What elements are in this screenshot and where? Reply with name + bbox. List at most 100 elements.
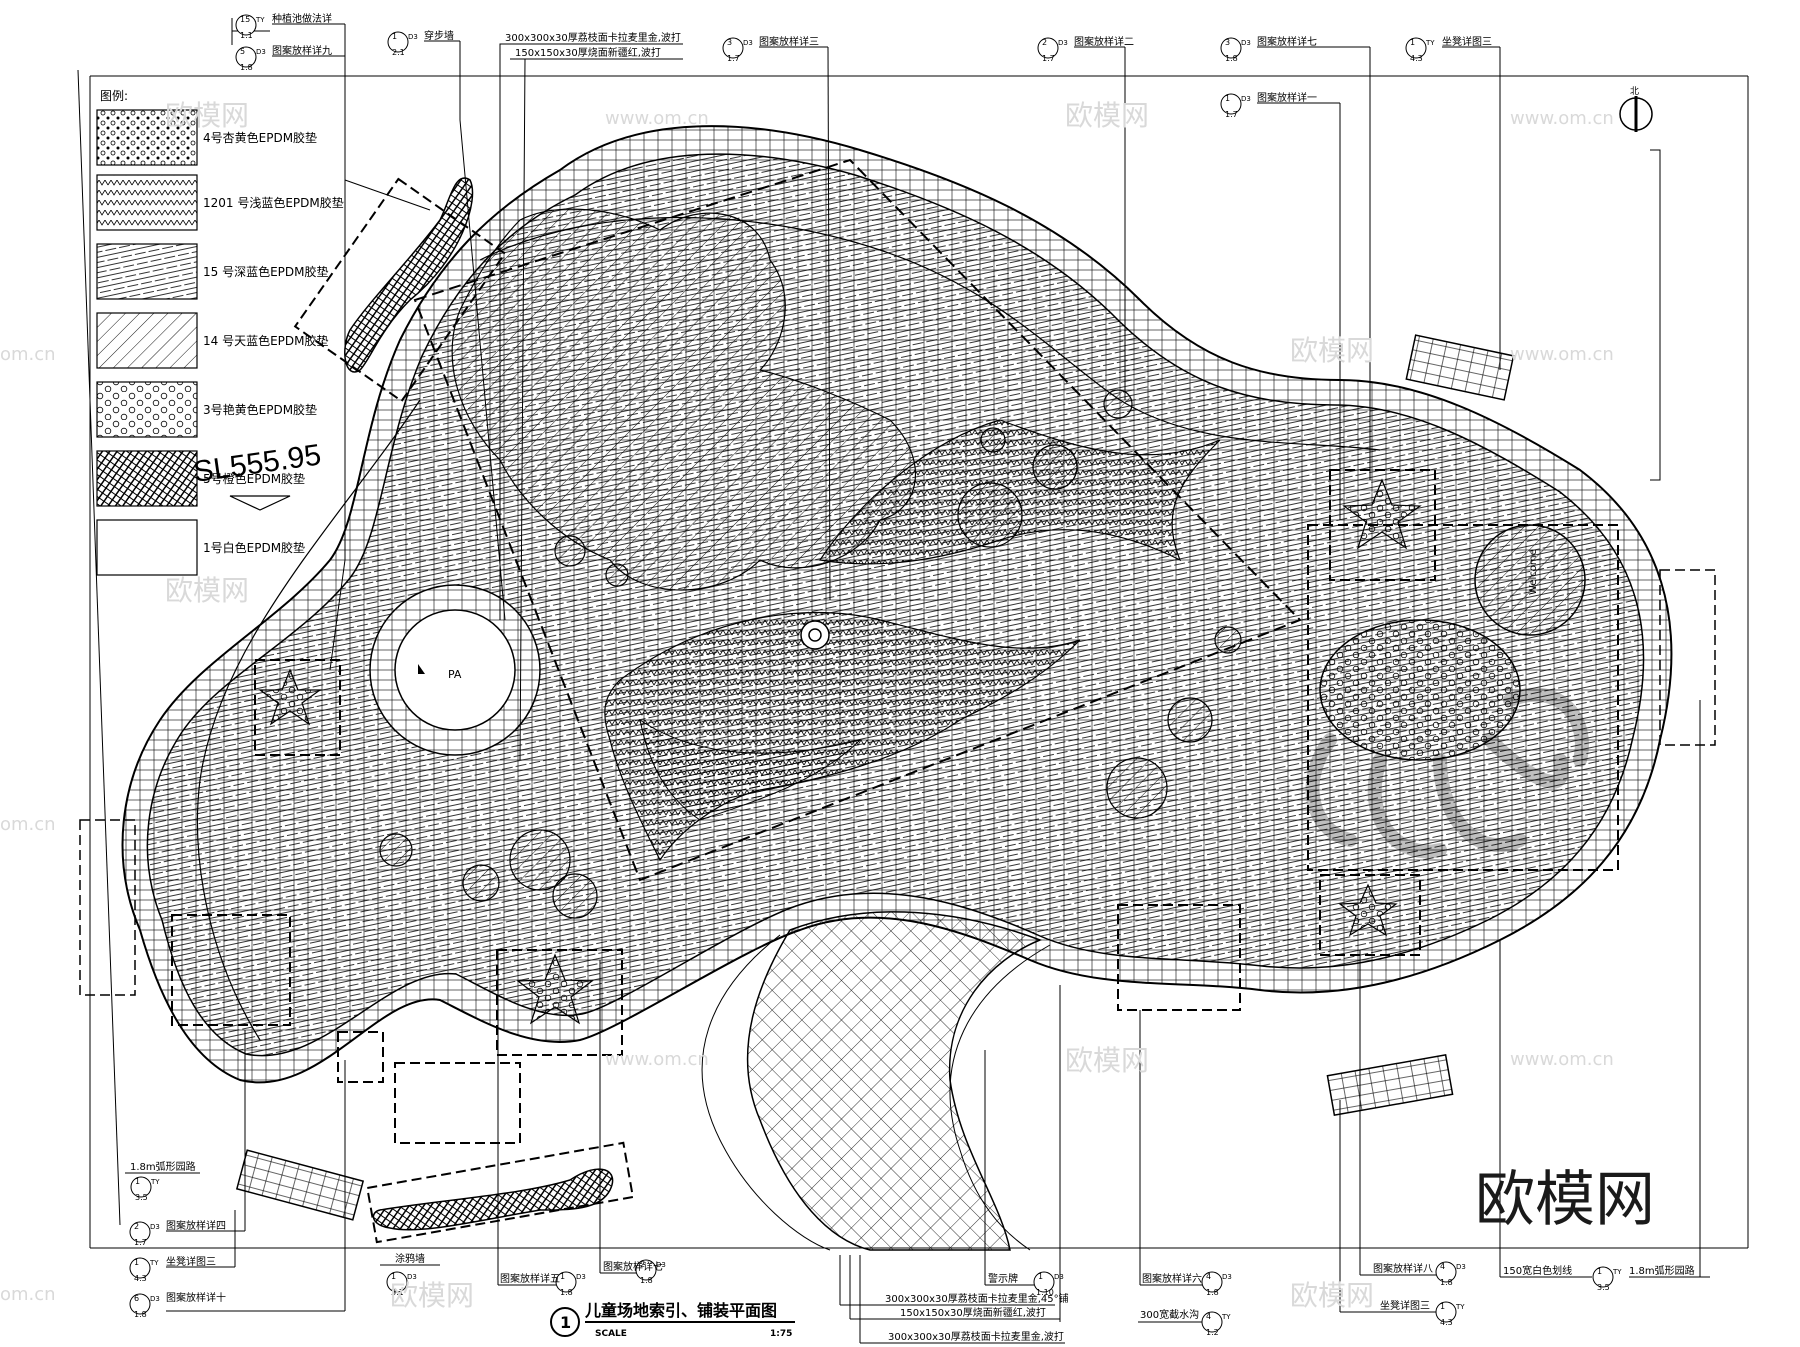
starfish-zone [394, 1062, 521, 1144]
legend-item-label: 1号白色EPDM胶垫 [203, 540, 305, 555]
callout-label: 涂鸦墙 [395, 1252, 425, 1265]
legend-swatch [96, 174, 198, 231]
callout: 4 1.2 TY 300宽截水沟 [1059, 985, 1231, 1337]
octopus-zone: Welcome [1305, 524, 1589, 859]
watermark-url: www.om.cn [1510, 108, 1614, 129]
drawing-title: 儿童场地索引、铺装平面图 [584, 1301, 777, 1320]
curved-band-left [196, 399, 421, 1041]
watermark-text: 欧模网 [1290, 1279, 1374, 1312]
callout-label: 150宽白色划线 [1503, 1264, 1572, 1277]
callout-label: 1 [1410, 38, 1415, 47]
legend-item-label: 14 号天蓝色EPDM胶垫 [203, 333, 329, 348]
octopus-tentacles [1305, 687, 1589, 859]
callout-label: 坐凳详图三 [166, 1255, 216, 1268]
legend-swatch [96, 109, 198, 166]
bubble [1103, 389, 1133, 419]
legend-swatch [96, 450, 198, 507]
bench-pad [79, 819, 136, 996]
callout-label: 警示牌 [988, 1272, 1018, 1285]
callout-label: 1.8m弧形园路 [130, 1160, 196, 1173]
callout-label: D3 [1054, 1273, 1064, 1281]
paddle-zone-top [293, 177, 507, 403]
starfish-zone [496, 949, 623, 1056]
callout-label: 图案放样详五 [500, 1272, 560, 1285]
callout-label: 4 [1440, 1262, 1445, 1271]
callout-label: 1 [1597, 1267, 1602, 1276]
callout-label: D3 [256, 48, 266, 56]
starfish-icon [258, 668, 322, 726]
paddle-shape-bottom [372, 1168, 614, 1231]
bubble [1167, 697, 1213, 743]
legend-swatch [96, 519, 198, 576]
callout: 1 3.5 TY 1.8m弧形园路 [125, 1160, 200, 1202]
callout-label: D3 [743, 39, 753, 47]
callout-label: TY [255, 16, 265, 24]
callout-label: 2 [134, 1222, 139, 1231]
starfish-zone [1117, 904, 1241, 1011]
watermark-url: www.om.cn [605, 108, 709, 129]
bubble [554, 535, 586, 567]
callout-label: 4 [1206, 1312, 1211, 1321]
callout-label: 1.7 [727, 54, 740, 63]
watermark-url: www.om.cn [1510, 1049, 1614, 1070]
callout-label: 3.5 [1597, 1283, 1610, 1292]
callout-label: 图案放样详八 [1373, 1262, 1433, 1275]
callout-label: 1 [560, 1272, 565, 1281]
callout-label: 1.8 [640, 1276, 653, 1285]
watermarks: 欧模网 欧模网 欧模网 欧模网 欧模网 欧模网 欧模网 www.om.cn ww… [0, 99, 1655, 1312]
callouts-bottom: 2 1.7 D3 图案放样详四 1 4.3 TY 坐凳详图三 6 1.8 D3 … [125, 700, 1710, 1344]
callout-label: D3 [150, 1295, 160, 1303]
callout-label: 300宽截水沟 [1140, 1308, 1199, 1321]
callout-label: 15 [240, 15, 250, 24]
callout-label: 1 [1440, 1302, 1445, 1311]
watermark-text: 欧模网 [390, 1279, 474, 1312]
callout-label: 1.2 [1206, 1328, 1219, 1337]
callout-label: 图案放样详三 [759, 35, 819, 48]
callout-label: 2 [1042, 38, 1047, 47]
callout-label: D3 [656, 1261, 666, 1269]
callout: 2 1.7 D3 图案放样详二 [1037, 35, 1134, 63]
callout-label: D3 [408, 33, 418, 41]
callout: 15 1.1 TY 种植池做法详 [231, 12, 345, 45]
starfish-zones [171, 469, 1436, 1144]
legend-item-label: 15 号深蓝色EPDM胶垫 [203, 264, 329, 279]
callout: 2 1.8 D3 图案放样详七 [599, 960, 666, 1285]
legend-item-label: 1201 号浅蓝色EPDM胶垫 [203, 195, 344, 210]
callout-label: 4.3 [1440, 1318, 1453, 1327]
callout-label: 图案放样详七 [603, 1260, 663, 1273]
legend-item-label: 3号艳黄色EPDM胶垫 [203, 402, 317, 417]
callout-label: 300x300x30厚荔枝面卡拉麦里金,波打 [888, 1330, 1064, 1343]
callout-label: 图案放样详一 [1257, 91, 1317, 104]
callout-label: 图案放样详十 [166, 1291, 226, 1304]
legend-swatch [96, 243, 198, 300]
callout: 1 2.1 D3 穿步墙 [387, 29, 460, 57]
callout-label: TY [1455, 1303, 1465, 1311]
callout-label: 150x150x30厚烧面新疆红,波打 [515, 46, 661, 59]
callout: 6 1.8 D3 图案放样详十 [129, 1060, 346, 1319]
starfish-zone [337, 1031, 384, 1083]
benches [79, 334, 1716, 1221]
callout: 3 1.7 D3 图案放样详三 [722, 35, 828, 63]
bubble [980, 427, 1006, 453]
callout-label: D3 [576, 1273, 586, 1281]
legend-swatch [96, 312, 198, 369]
bench-pad [1659, 569, 1716, 746]
callout-label: 4.3 [1410, 54, 1423, 63]
callout-label: 图案放样详四 [166, 1219, 226, 1232]
callout-label: 1 [1038, 1272, 1043, 1281]
callout-label: 1.8 [1206, 1288, 1219, 1297]
starfish-zone [1329, 469, 1436, 581]
level-triangle-icon [229, 495, 291, 511]
callout-label: D3 [150, 1223, 160, 1231]
north-label: 北 [1630, 86, 1639, 97]
whale-eye-pupil [808, 628, 822, 642]
legend-item-label: 5号橙色EPDM胶垫 [203, 471, 305, 486]
callout-label: 1.8 [134, 1310, 147, 1319]
callout-label: 图案放样详七 [1257, 35, 1317, 48]
callout-label: 1.7 [1225, 110, 1238, 119]
callout-label: 3 [1225, 38, 1230, 47]
callout-label: 种植池做法详 [272, 12, 332, 25]
callout: 5 1.8 D3 图案放样详九 [235, 44, 345, 72]
callout: 4 1.8 D3 图案放样详八 [1359, 950, 1466, 1287]
callout-label: 300x300x30厚荔枝面卡拉麦里金,45°铺 [885, 1292, 1069, 1305]
